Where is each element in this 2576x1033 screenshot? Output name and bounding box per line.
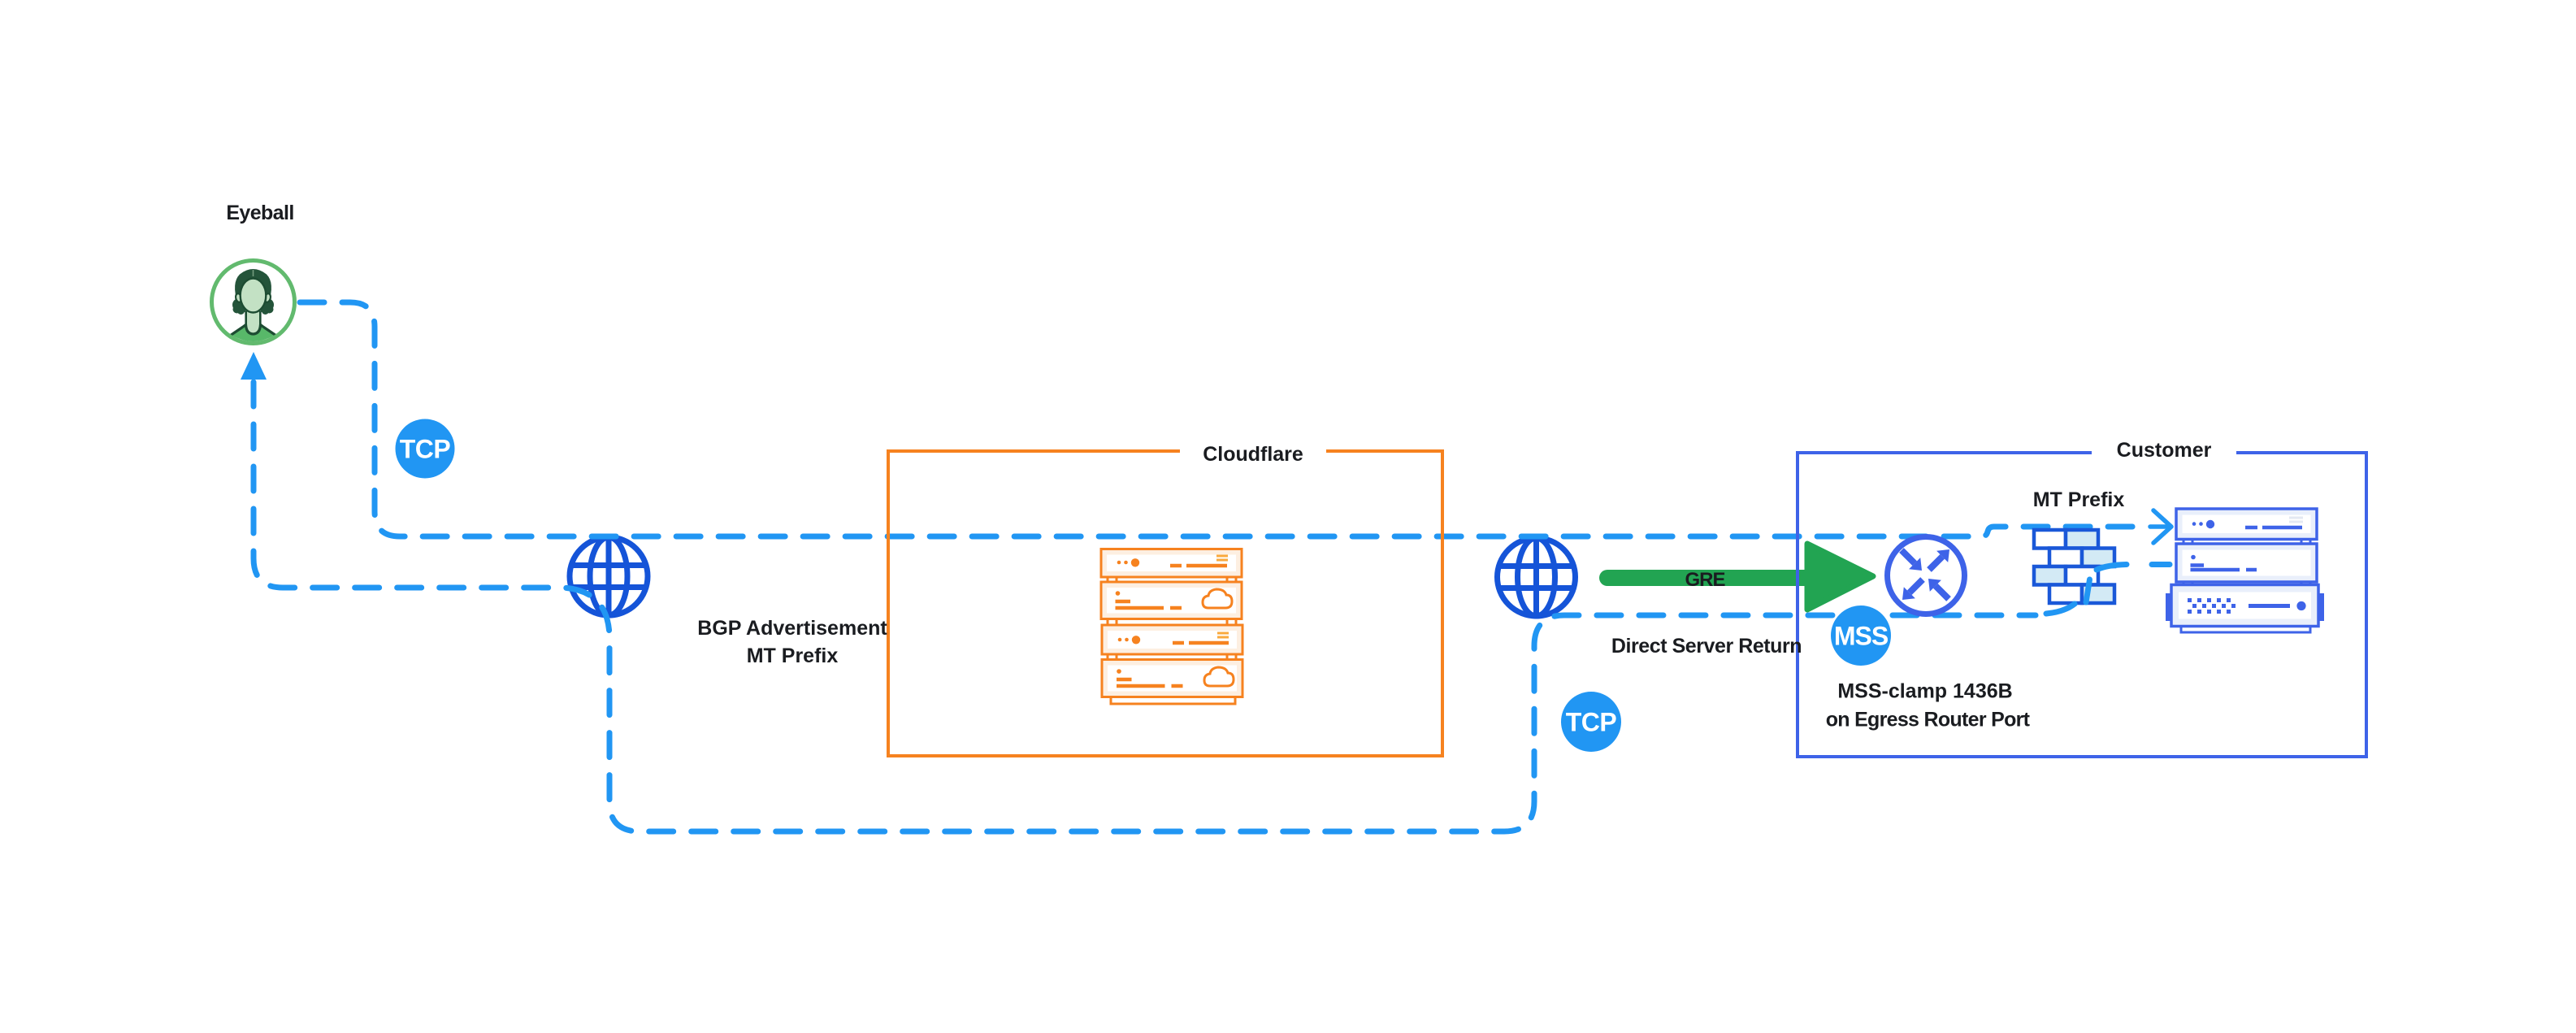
svg-text:TCP: TCP bbox=[400, 435, 451, 464]
svg-text:GRE: GRE bbox=[1685, 569, 1725, 591]
svg-text:MSS-clamp 1436B: MSS-clamp 1436B bbox=[1837, 680, 2012, 703]
svg-text:MSS: MSS bbox=[1834, 622, 1889, 651]
svg-text:MT Prefix: MT Prefix bbox=[2033, 488, 2125, 511]
svg-text:Direct Server Return: Direct Server Return bbox=[1611, 635, 1802, 658]
svg-text:Eyeball: Eyeball bbox=[226, 202, 293, 224]
svg-text:TCP: TCP bbox=[1566, 708, 1617, 737]
svg-text:BGP Advertisement: BGP Advertisement bbox=[697, 617, 887, 640]
svg-text:Cloudflare: Cloudflare bbox=[1203, 443, 1303, 466]
svg-text:on Egress Router Port: on Egress Router Port bbox=[1826, 709, 2031, 731]
svg-text:MT Prefix: MT Prefix bbox=[747, 645, 839, 667]
svg-text:Customer: Customer bbox=[2117, 439, 2212, 462]
